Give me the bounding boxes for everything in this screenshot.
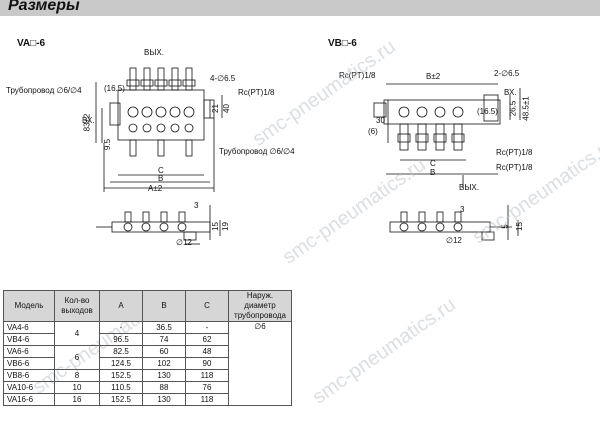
cell-b: 130 xyxy=(142,369,186,382)
cell-tube-diameter: ∅6 xyxy=(228,321,292,406)
vb-holes-label: 2-∅6.5 xyxy=(494,69,520,78)
cell-b: 36.5 xyxy=(142,321,186,334)
va-holes-label: 4-∅6.5 xyxy=(210,74,236,83)
vb-port-r1-label: Rc(PT)1/8 xyxy=(496,148,533,157)
vb-port-top-label: Rc(PT)1/8 xyxy=(339,71,376,80)
cell-b: 74 xyxy=(142,333,186,346)
cell-model: VB6-6 xyxy=(3,357,55,370)
cell-model: VA4-6 xyxy=(3,321,55,334)
va-dim-15: 15 xyxy=(210,222,220,231)
va-inlet-label: ВХ. xyxy=(82,116,95,125)
cell-outlets: 6 xyxy=(54,345,100,370)
va-outlets xyxy=(126,67,196,91)
spec-table: Модель Кол-во выходов A B C Наруж. диаме… xyxy=(3,290,292,406)
cell-outlets: 4 xyxy=(54,321,100,346)
va-dim-9-5: 9.5 xyxy=(103,138,113,151)
cell-a: 82.5 xyxy=(99,345,143,358)
vb-port-r2-label: Rc(PT)1/8 xyxy=(496,163,533,172)
col-header: Кол-во выходов xyxy=(54,290,100,322)
va-dim-83: 83±2 xyxy=(82,113,92,132)
section-header: Размеры xyxy=(0,0,600,16)
cell-model: VA10-6 xyxy=(3,381,55,394)
cell-outlets: 8 xyxy=(54,369,100,382)
cell-b: 102 xyxy=(142,357,186,370)
vb-dim-B-top: B±2 xyxy=(426,72,441,81)
vb-dim-30: 30 xyxy=(376,116,385,125)
vb-dim-C: C xyxy=(430,159,436,168)
cell-a: 110.5 xyxy=(99,381,143,394)
vb-dim-12: ∅12 xyxy=(446,236,462,245)
vb-dim-B: B xyxy=(430,168,436,177)
cell-outlets: 10 xyxy=(54,381,100,394)
va-port-label: Rc(PT)1/8 xyxy=(238,88,275,97)
cell-b: 88 xyxy=(142,381,186,394)
cell-b: 60 xyxy=(142,345,186,358)
vb-inlet-label: ВХ. xyxy=(504,88,517,97)
cell-c: 118 xyxy=(185,369,229,382)
col-header: A xyxy=(99,290,143,322)
va-dim-3: 3 xyxy=(194,201,199,210)
cell-a: - xyxy=(99,321,143,334)
col-header: B xyxy=(142,290,186,322)
cell-model: VB4-6 xyxy=(3,333,55,346)
va-dim-19: 19 xyxy=(220,222,230,231)
cell-a: 96.5 xyxy=(99,333,143,346)
cell-model: VA6-6 xyxy=(3,345,55,358)
va-exhaust-label: ВЫХ. xyxy=(144,48,164,57)
cell-c: - xyxy=(185,321,229,334)
va-dim-B: B xyxy=(158,174,164,183)
cell-a: 124.5 xyxy=(99,357,143,370)
table-row: VA16-6 16 152.5 130 118 xyxy=(3,393,292,406)
va-dim-16-5: (16.5) xyxy=(104,84,125,93)
table-header-row: Модель Кол-во выходов A B C Наруж. диаме… xyxy=(3,290,292,322)
cell-c: 62 xyxy=(185,333,229,346)
vb-title: VB□-6 xyxy=(328,38,357,49)
va-dim-40: 40 xyxy=(221,104,231,113)
cell-c: 90 xyxy=(185,357,229,370)
cell-model: VA16-6 xyxy=(3,393,55,406)
cell-c: 48 xyxy=(185,345,229,358)
vb-dim-3: 3 xyxy=(460,205,465,214)
cell-c: 118 xyxy=(185,393,229,406)
vb-exhaust-label: ВЫХ. xyxy=(459,183,479,192)
va-dim-21: 21 xyxy=(210,104,220,113)
va-dim-C: C xyxy=(158,166,164,175)
va-dim-A: A±2 xyxy=(148,184,163,193)
vb-dim-6: (6) xyxy=(368,127,378,136)
col-header: C xyxy=(185,290,229,322)
va-title: VA□-6 xyxy=(17,38,46,49)
table-row: VB8-6 8 152.5 130 118 xyxy=(3,369,292,382)
va-manifold-body xyxy=(117,89,205,141)
vb-dim-16-5: (16.5) xyxy=(477,107,498,116)
cell-outlets: 16 xyxy=(54,393,100,406)
cell-a: 152.5 xyxy=(99,393,143,406)
cell-c: 76 xyxy=(185,381,229,394)
vb-dim-48-5: 48.5±1 xyxy=(521,96,531,121)
va-dim-12: ∅12 xyxy=(176,238,192,247)
col-header: Наруж. диаметр трубопровода xyxy=(228,290,292,322)
cell-b: 130 xyxy=(142,393,186,406)
cell-a: 152.5 xyxy=(99,369,143,382)
table-row: VA4-6 4 - 36.5 - ∅6 xyxy=(3,321,292,406)
table-row: VA6-6 6 82.5 60 48 xyxy=(3,345,292,370)
vb-dim-26-5: 26.5 xyxy=(508,100,518,117)
va-tube-in-label: Трубопровод ∅6/∅4 xyxy=(6,86,82,95)
va-tube-out-label: Трубопровод ∅6/∅4 xyxy=(219,147,295,156)
col-header: Модель xyxy=(3,290,55,322)
section-title: Размеры xyxy=(8,0,80,14)
cell-model: VB8-6 xyxy=(3,369,55,382)
